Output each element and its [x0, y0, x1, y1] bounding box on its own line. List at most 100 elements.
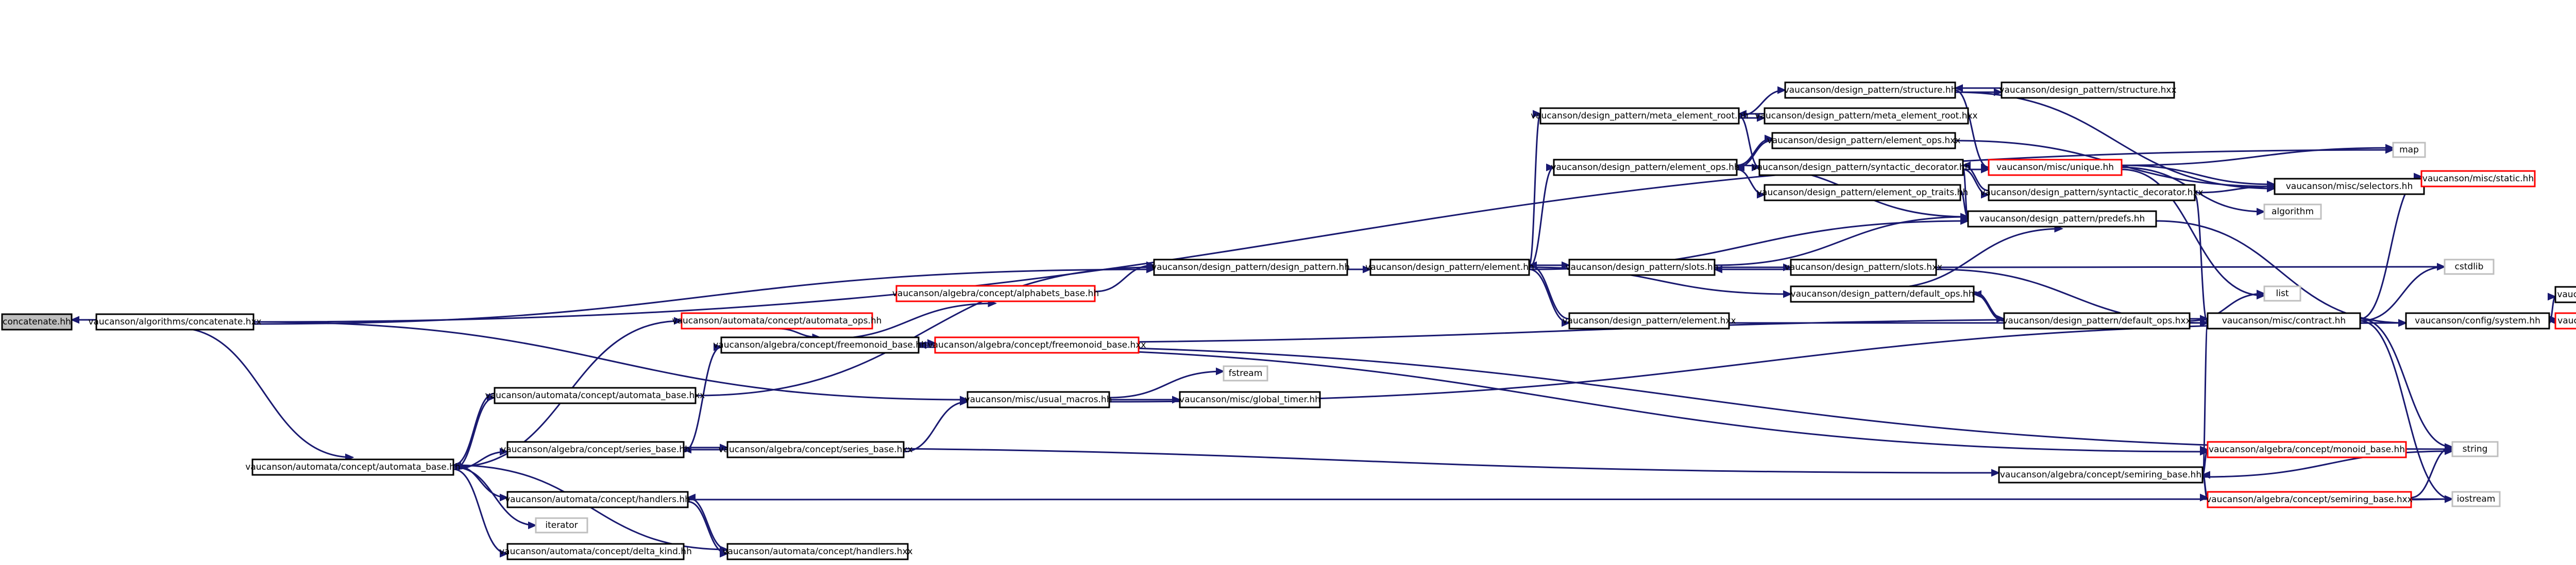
file-node[interactable]: vaucanson/misc/global_timer.hh — [1179, 391, 1321, 408]
file-node[interactable]: vaucanson/design_pattern/element_ops.hxx — [1767, 132, 1961, 149]
include-edge — [1955, 89, 1990, 172]
file-node[interactable]: vaucanson/misc/static.hh — [2420, 170, 2536, 187]
file-node-label: vaucanson/algebra/concept/semiring_base.… — [2000, 470, 2201, 480]
file-node[interactable]: vaucanson/algebra/concept/series_base.hh — [501, 441, 690, 458]
file-node-box — [1790, 259, 1937, 276]
include-edge — [453, 468, 509, 558]
edge-arrowhead — [1562, 261, 1571, 269]
file-node[interactable]: vaucanson/algorithms/concatenate.hxx — [88, 313, 262, 331]
file-node-label: vaucanson/algebra/concept/alphabets_base… — [892, 288, 1099, 299]
file-node-label: string — [2463, 444, 2488, 454]
file-node[interactable]: vaucanson/config/pconf.hh — [2554, 286, 2576, 303]
file-node-box — [1771, 132, 1956, 149]
file-node[interactable]: vaucanson/automata/concept/automata_base… — [485, 387, 705, 404]
file-node-box — [494, 387, 697, 404]
file-node-label: vaucanson/design_pattern/default_ops.hh — [1791, 289, 1974, 299]
edge-arrowhead — [2257, 289, 2266, 298]
include-edge — [1713, 265, 1791, 273]
file-node[interactable]: vaucanson/automata/concept/delta_kind.hh — [499, 543, 692, 560]
edge-arrowhead — [1713, 265, 1722, 273]
edge-arrowhead — [1216, 367, 1225, 375]
file-node-label: vaucanson/design_pattern/element_ops.hh — [1551, 162, 1739, 173]
file-node-label: vaucanson/algebra/concept/series_base.hx… — [718, 444, 912, 455]
file-node[interactable]: vaucanson/algebra/concept/freemonoid_bas… — [928, 336, 1146, 354]
file-node[interactable]: vaucanson/automata/concept/handlers.hxx — [722, 543, 913, 560]
file-node-label: vaucanson/design_pattern/element.hxx — [1562, 316, 1736, 326]
file-node[interactable]: vaucanson/algebra/concept/semiring_base.… — [2206, 491, 2413, 508]
file-node-box — [1764, 107, 1969, 125]
include-edge — [1936, 263, 2446, 271]
file-node[interactable]: vaucanson/design_pattern/predefs.hh — [1967, 210, 2157, 228]
file-node-box — [1, 313, 73, 331]
file-node[interactable]: vaucanson/design_pattern/default_ops.hh — [1790, 285, 1975, 303]
file-node[interactable]: vaucanson/design_pattern/meta_element_ro… — [1755, 107, 1978, 125]
file-node[interactable]: vaucanson/design_pattern/syntactic_decor… — [1752, 159, 1971, 176]
file-node-box — [1179, 391, 1321, 408]
file-node[interactable]: vaucanson/automata/concept/automata_base… — [245, 458, 461, 476]
edge-line — [253, 268, 1155, 325]
file-node[interactable]: vaucanson/algebra/concept/freemonoid_bas… — [713, 336, 927, 354]
file-node[interactable]: vaucanson/design_pattern/design_pattern.… — [1151, 259, 1350, 276]
file-node[interactable]: vaucanson/design_pattern/element.hh — [1365, 259, 1534, 276]
file-node[interactable]: vaucanson/algebra/concept/monoid_base.hh — [2207, 441, 2407, 458]
file-node[interactable]: vaucanson/design_pattern/element.hxx — [1562, 312, 1736, 330]
include-edge — [695, 263, 1156, 397]
file-node[interactable]: vaucanson/misc/unique.hh — [1988, 159, 2123, 176]
edge-line — [175, 327, 353, 458]
file-node-box — [1568, 312, 1730, 330]
edge-line — [2194, 185, 2275, 194]
file-node[interactable]: vaucanson/automata/concept/automata_ops.… — [672, 312, 882, 330]
file-node-label: vaucanson/algebra/concept/monoid_base.hh — [2209, 444, 2405, 455]
edge-line — [453, 397, 495, 470]
edge-arrowhead — [1757, 191, 1766, 199]
file-node[interactable]: vaucanson/config/math.hh — [2554, 312, 2576, 330]
edge-arrowhead — [1972, 290, 1981, 298]
file-node-box — [1153, 259, 1348, 276]
file-node[interactable]: vaucanson/config/system.hh — [2405, 312, 2550, 330]
edge-arrowhead — [1991, 469, 2001, 477]
edge-line — [2156, 220, 2406, 324]
edge-arrowhead — [720, 550, 729, 558]
file-node: string — [2451, 441, 2499, 457]
file-node-box — [1223, 365, 1268, 382]
file-node-label: vaucanson/algorithms/concatenate.hxx — [88, 317, 261, 327]
file-node-label: vaucanson/misc/contract.hh — [2222, 316, 2346, 326]
file-node-label: vaucanson/automata/concept/handlers.hh — [505, 494, 690, 505]
file-node-label: vaucanson/design_pattern/syntactic_decor… — [1752, 162, 1971, 173]
file-node[interactable]: vaucanson/misc/contract.hh — [2207, 312, 2361, 330]
edge-arrowhead — [1994, 88, 2003, 96]
file-node[interactable]: vaucanson/design_pattern/syntactic_decor… — [1980, 184, 2204, 201]
file-node[interactable]: vaucanson/design_pattern/element_op_trai… — [1757, 184, 1968, 201]
file-node-box — [95, 313, 255, 331]
file-node-label: map — [2399, 145, 2419, 155]
include-edge — [1954, 84, 2002, 92]
file-node[interactable]: vaucanson/automata/concept/handlers.hh — [505, 491, 690, 508]
edge-line — [683, 447, 1999, 474]
file-node[interactable]: vaucanson/design_pattern/element_ops.hh — [1551, 159, 1740, 176]
file-node[interactable]: vaucanson/algebra/concept/alphabets_base… — [892, 285, 1099, 302]
include-edge — [175, 327, 354, 461]
file-node-box — [726, 543, 909, 560]
file-node[interactable]: concatenate.hh — [1, 313, 73, 331]
file-node[interactable]: vaucanson/design_pattern/default_ops.hxx — [2003, 312, 2191, 330]
include-edge — [1736, 134, 1774, 166]
file-node-box — [2554, 312, 2576, 330]
include-edge — [1347, 265, 1372, 273]
file-node[interactable]: vaucanson/design_pattern/slots.hxx — [1785, 259, 1942, 276]
file-node-box — [720, 336, 920, 354]
file-node[interactable]: vaucanson/algebra/concept/series_base.hx… — [718, 441, 913, 458]
file-node[interactable]: vaucanson/design_pattern/structure.hh — [1784, 81, 1957, 99]
file-node[interactable]: vaucanson/design_pattern/structure.hxx — [1999, 81, 2177, 99]
file-node[interactable]: vaucanson/design_pattern/slots.hh — [1565, 259, 1719, 276]
file-node[interactable]: vaucanson/misc/selectors.hh — [2274, 178, 2425, 195]
file-node-box — [1764, 184, 1961, 201]
file-node[interactable]: vaucanson/design_pattern/meta_element_ro… — [1531, 107, 1749, 125]
file-node[interactable]: vaucanson/misc/usual_macros.hh — [965, 391, 1112, 408]
edge-arrowhead — [1777, 86, 1787, 94]
file-node-box — [1539, 107, 1740, 125]
edge-arrowhead — [674, 317, 683, 325]
include-edge — [1109, 367, 1225, 399]
file-node[interactable]: vaucanson/algebra/concept/semiring_base.… — [1998, 466, 2204, 484]
edge-line — [2194, 194, 2209, 324]
file-node-box — [1369, 259, 1530, 276]
